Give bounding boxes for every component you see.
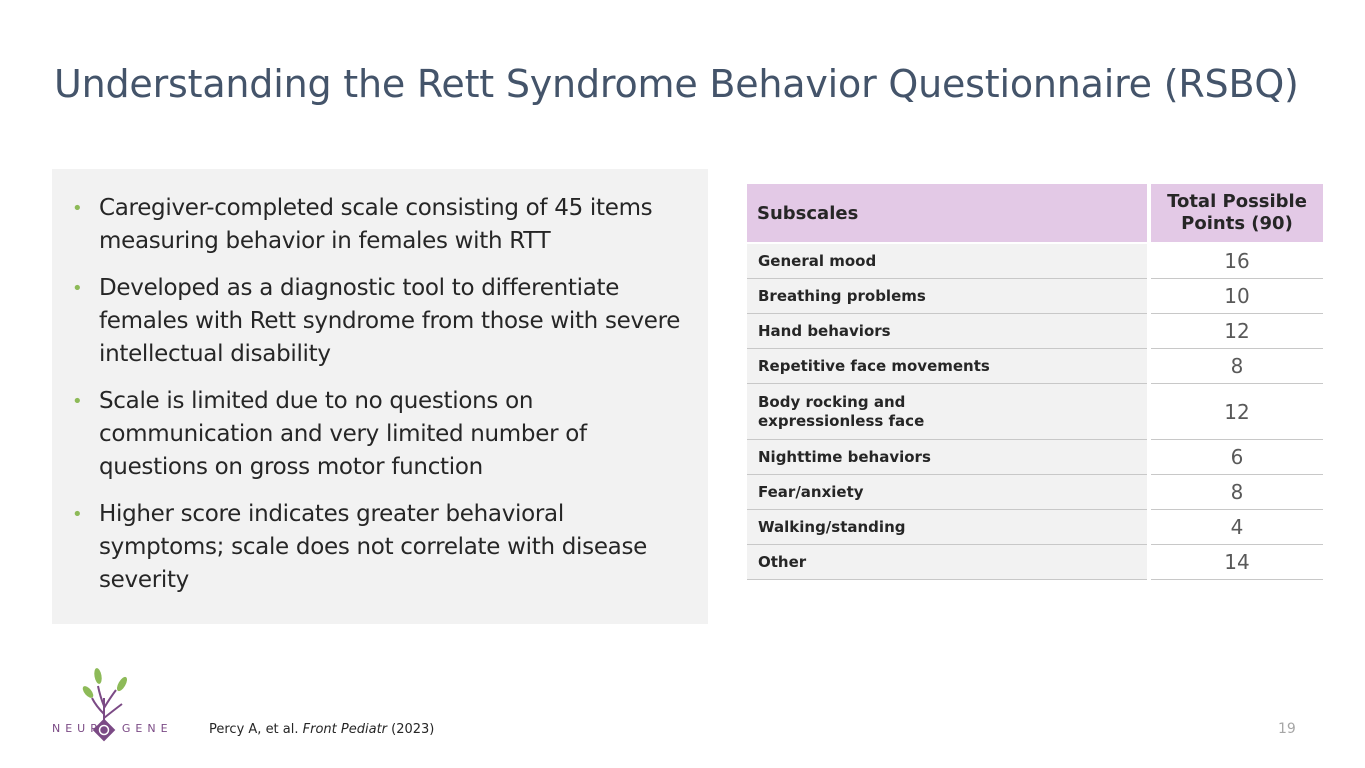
- logo-text-left: NEUR: [52, 722, 103, 735]
- subscale-points: 4: [1149, 509, 1323, 545]
- bullet-item: • Developed as a diagnostic tool to diffe…: [72, 272, 692, 371]
- bullet-text: Higher score indicates greater behaviora…: [99, 501, 647, 593]
- table-header-row: Subscales Total Possible Points (90): [747, 184, 1323, 244]
- page-number: 19: [1278, 721, 1296, 737]
- subscale-name: Body rocking and expressionless face: [747, 383, 1151, 440]
- bullet-icon: •: [72, 278, 83, 299]
- bullet-list: • Caregiver-completed scale consisting of…: [72, 192, 692, 611]
- subscale-points: 8: [1149, 348, 1323, 384]
- citation-authors: Percy A, et al.: [209, 722, 299, 737]
- bullet-item: • Scale is limited due to no questions on…: [72, 385, 692, 484]
- subscale-points: 12: [1149, 313, 1323, 349]
- bullet-item: • Higher score indicates greater behavior…: [72, 498, 692, 597]
- citation: Percy A, et al. Front Pediatr (2023): [209, 722, 434, 737]
- header-points: Total Possible Points (90): [1149, 184, 1323, 244]
- header-subscales: Subscales: [747, 184, 1151, 244]
- subscale-points: 12: [1149, 383, 1323, 440]
- bullet-icon: •: [72, 504, 83, 525]
- subscale-name: Nighttime behaviors: [747, 439, 1151, 475]
- logo-text-right: GENE: [121, 722, 173, 735]
- subscale-points: 10: [1149, 278, 1323, 314]
- subscale-name: General mood: [747, 243, 1151, 279]
- bullet-panel: • Caregiver-completed scale consisting of…: [52, 169, 708, 624]
- slide-title: Understanding the Rett Syndrome Behavior…: [54, 62, 1299, 106]
- logo-wordmark: NEUR GENE: [52, 722, 173, 735]
- subscale-name: Hand behaviors: [747, 313, 1151, 349]
- subscale-points: 6: [1149, 439, 1323, 475]
- subscale-points: 16: [1149, 243, 1323, 279]
- bullet-text: Caregiver-completed scale consisting of …: [99, 195, 653, 254]
- bullet-icon: •: [72, 198, 83, 219]
- bullet-icon: •: [72, 391, 83, 412]
- bullet-text: Scale is limited due to no questions on …: [99, 388, 587, 480]
- subscale-name: Repetitive face movements: [747, 348, 1151, 384]
- citation-journal: Front Pediatr: [302, 722, 388, 737]
- subscale-name: Other: [747, 544, 1151, 580]
- subscales-table: Subscales Total Possible Points (90) Gen…: [747, 184, 1323, 580]
- neurogene-logo: [82, 668, 128, 742]
- bullet-item: • Caregiver-completed scale consisting of…: [72, 192, 692, 258]
- subscale-name: Breathing problems: [747, 278, 1151, 314]
- bullet-text: Developed as a diagnostic tool to differ…: [99, 275, 681, 367]
- subscale-name: Walking/standing: [747, 509, 1151, 545]
- subscale-points: 14: [1149, 544, 1323, 580]
- subscale-name: Fear/anxiety: [747, 474, 1151, 510]
- citation-year: (2023): [391, 722, 435, 737]
- subscale-points: 8: [1149, 474, 1323, 510]
